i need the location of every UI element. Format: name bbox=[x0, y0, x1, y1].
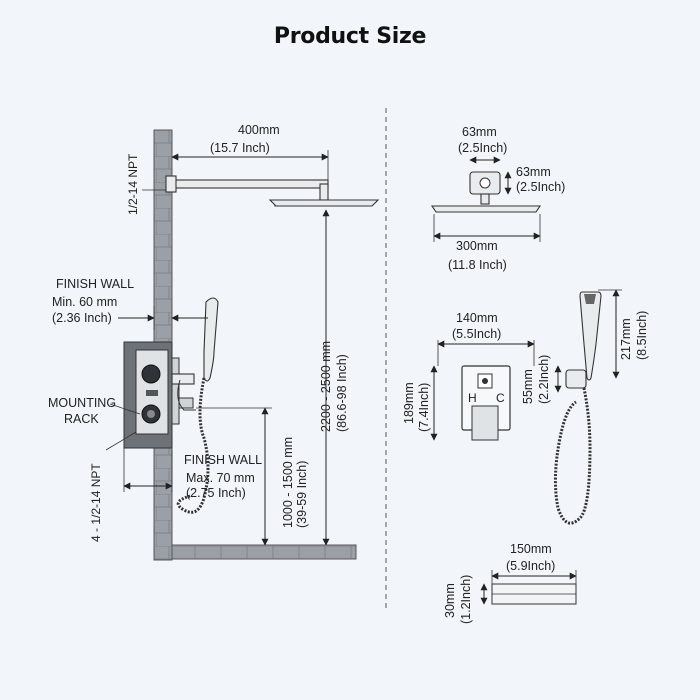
flange-height-inch: (2.5Inch) bbox=[516, 180, 565, 194]
mounting-rack-line1: MOUNTING bbox=[48, 396, 116, 410]
handheld-length-mm: 217mm bbox=[619, 318, 633, 360]
plate-width-mm: 140mm bbox=[456, 311, 498, 325]
finish-wall-top-label: FINISH WALL bbox=[56, 277, 134, 291]
components: 63mm (2.5Inch) 63mm (2.5Inch) 300mm (11.… bbox=[402, 125, 649, 624]
hand-shower bbox=[203, 297, 219, 382]
valve-trim-plate bbox=[171, 357, 180, 425]
finish-wall-bottom-label: FINISH WALL bbox=[184, 453, 262, 467]
box-width-inch: (5.9Inch) bbox=[506, 559, 555, 573]
min-depth-mm: Min. 60 mm bbox=[52, 295, 117, 309]
handheld-shower bbox=[579, 291, 602, 381]
flange-width-inch: (2.5Inch) bbox=[458, 141, 507, 155]
head-width-mm: 300mm bbox=[456, 239, 498, 253]
hand-shower-holder bbox=[171, 373, 195, 385]
plate-letter-h: H bbox=[468, 391, 477, 405]
box-height-mm: 30mm bbox=[443, 583, 457, 618]
rain-shower-head bbox=[268, 199, 380, 207]
min-depth-inch: (2.36 Inch) bbox=[52, 311, 112, 325]
flange-height-mm: 63mm bbox=[516, 165, 551, 179]
head-height-mm: 2200 - 2500 mm bbox=[319, 341, 333, 432]
box-width-mm: 150mm bbox=[510, 542, 552, 556]
floor bbox=[171, 544, 357, 560]
rain-head-side bbox=[430, 205, 542, 213]
plate-lever bbox=[471, 405, 499, 441]
box-height-inch: (1.2Inch) bbox=[459, 575, 473, 624]
wall-assembly: 400mm (15.7 Inch) 1/2-14 NPT FINISH WALL… bbox=[48, 123, 380, 561]
arm-length-inch: (15.7 Inch) bbox=[210, 141, 270, 155]
page-title: Product Size bbox=[273, 24, 427, 49]
head-height-inch: (86.6-98 Inch) bbox=[335, 354, 349, 432]
plate-width-inch: (5.5Inch) bbox=[452, 327, 501, 341]
plate-letter-c: C bbox=[496, 391, 505, 405]
max-depth-mm: Max. 70 mm bbox=[186, 471, 255, 485]
holder-height-mm: 55mm bbox=[521, 369, 535, 404]
holder-height-inch: (2.2Inch) bbox=[537, 355, 551, 404]
arm-length-mm: 400mm bbox=[238, 123, 280, 137]
top-npt-label: 1/2-14 NPT bbox=[126, 153, 140, 215]
handheld-length-inch: (8.5Inch) bbox=[635, 311, 649, 360]
flange-width-mm: 63mm bbox=[462, 125, 497, 139]
handheld-holder bbox=[565, 369, 587, 389]
head-width-inch: (11.8 Inch) bbox=[448, 258, 507, 272]
bottom-npt-label: 4 - 1/2-14 NPT bbox=[89, 463, 103, 542]
valve-upper-port-icon bbox=[141, 364, 161, 384]
plate-height-inch: (7.4Inch) bbox=[417, 383, 431, 432]
max-depth-inch: (2.75 Inch) bbox=[186, 486, 246, 500]
plate-height-mm: 189mm bbox=[402, 382, 416, 424]
shower-arm bbox=[171, 179, 329, 189]
valve-height-mm: 1000 - 1500 mm bbox=[281, 437, 295, 528]
mounting-rack-line2: RACK bbox=[64, 412, 99, 426]
valve-height-inch: (39-59 Inch) bbox=[295, 461, 309, 528]
valve-handle bbox=[178, 397, 194, 409]
